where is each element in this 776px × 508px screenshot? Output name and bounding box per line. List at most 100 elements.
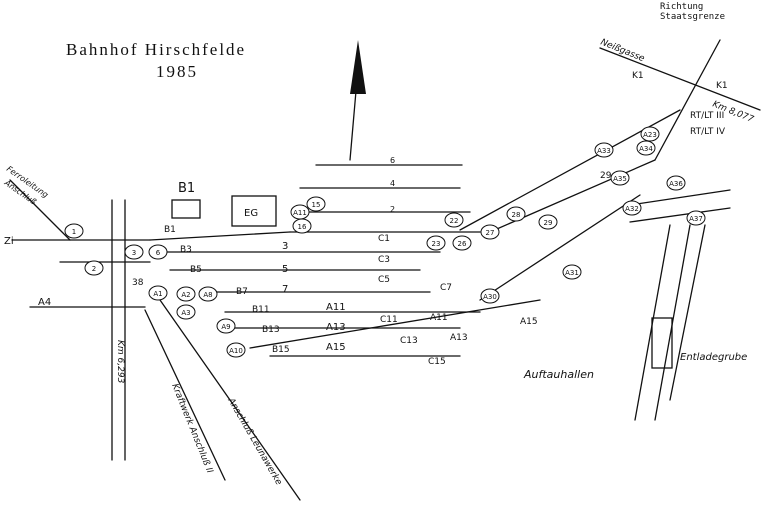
switch-marker — [610, 170, 630, 186]
switch-label: 15 — [312, 201, 321, 209]
switch-marker — [562, 264, 582, 280]
track-kraftwerk — [144, 309, 226, 481]
signal-38: 38 — [132, 278, 144, 288]
track-4-label: 4 — [390, 179, 395, 188]
switch-label: A23 — [643, 131, 657, 139]
switch-label: A1 — [153, 290, 162, 298]
entladegrube-label: Entladegrube — [680, 352, 747, 363]
track-leuna — [159, 299, 301, 501]
switch-label: 6 — [156, 249, 161, 257]
switch-label: A32 — [625, 205, 639, 213]
track-7-label: 7 — [282, 284, 288, 295]
switch-label: 27 — [486, 229, 495, 237]
switch-marker — [292, 218, 312, 234]
signal-a13: A13 — [450, 333, 468, 343]
signal-b13: B13 — [262, 325, 280, 335]
switch-marker — [84, 260, 104, 276]
switch-marker — [594, 142, 614, 158]
switch-label: A8 — [203, 291, 212, 299]
signal-c3: C3 — [378, 255, 390, 265]
building-eg — [231, 195, 277, 227]
switch-label: A33 — [597, 147, 611, 155]
switch-label: A10 — [229, 347, 243, 355]
signal-a11: A11 — [430, 313, 448, 323]
signal-29: 29 — [600, 171, 612, 181]
track-3-label: 3 — [282, 241, 288, 252]
track-right-cross1 — [629, 189, 731, 206]
km-left-label: Km 6,293 — [115, 340, 125, 384]
switch-marker — [640, 126, 660, 142]
switch-marker — [666, 175, 686, 191]
track-ferro — [9, 179, 71, 241]
track-to-border — [654, 39, 721, 161]
track-2-label: 2 — [390, 205, 395, 214]
switch-marker — [198, 286, 218, 302]
signal-rtlt3: RT/LT III — [690, 111, 724, 121]
switch-label: 2 — [92, 265, 96, 273]
switch-marker — [444, 212, 464, 228]
switch-marker — [64, 223, 84, 239]
track-6-label: 6 — [390, 156, 395, 165]
switch-label: A2 — [181, 291, 190, 299]
entladegrube-box — [651, 317, 673, 369]
signal-k1: K1 — [716, 81, 728, 91]
switch-marker — [480, 224, 500, 240]
signal-b3: B3 — [180, 245, 192, 255]
building-b1-label: B1 — [178, 181, 195, 196]
track-a15b-label: A15 — [520, 317, 538, 327]
switch-marker — [306, 196, 326, 212]
signal-b1: B1 — [164, 225, 176, 235]
switch-label: 23 — [432, 240, 441, 248]
switch-marker — [176, 304, 196, 320]
track-a15-label: A15 — [326, 342, 346, 353]
signal-c7: C7 — [440, 283, 452, 293]
leunawerke-label: Anschluß Leunawerke — [225, 396, 284, 488]
track-a15 — [249, 299, 541, 349]
track-neissgasse — [599, 47, 761, 111]
switch-marker — [622, 200, 642, 216]
switch-label: 28 — [512, 211, 521, 219]
station-title: Bahnhof Hirschfelde — [66, 40, 247, 59]
station-year: 1985 — [156, 62, 198, 81]
signal-rtlt4: RT/LT IV — [690, 127, 726, 137]
switch-marker — [480, 288, 500, 304]
switch-label: 26 — [458, 240, 467, 248]
aufhauhallen-label: Auftauhallen — [523, 368, 594, 381]
signal-c13: C13 — [400, 336, 418, 346]
north-arrow-head — [350, 40, 366, 94]
switch-label: 3 — [132, 249, 136, 257]
signal-c11: C11 — [380, 315, 398, 325]
signal-c5: C5 — [378, 275, 390, 285]
track-a4-label: A4 — [38, 297, 51, 308]
signal-k2: K1 — [632, 71, 644, 81]
signal-b15: B15 — [272, 345, 290, 355]
signal-b11: B11 — [252, 305, 270, 315]
switch-label: 22 — [450, 217, 459, 225]
switch-marker — [452, 235, 472, 251]
switch-label: 16 — [298, 223, 307, 231]
switch-marker — [426, 235, 446, 251]
track-diagonal-lower — [479, 194, 641, 301]
track-main-1 — [149, 231, 291, 241]
switch-label: A36 — [669, 180, 683, 188]
switch-marker — [176, 286, 196, 302]
track-a11-label: A11 — [326, 302, 346, 313]
signal-b5: B5 — [190, 265, 202, 275]
switch-label: 29 — [544, 219, 553, 227]
switch-marker — [148, 285, 168, 301]
track-5-label: 5 — [282, 264, 288, 275]
switch-label: A31 — [565, 269, 579, 277]
switch-label: A34 — [639, 145, 653, 153]
switch-marker — [686, 210, 706, 226]
signal-c1: C1 — [378, 234, 390, 244]
signal-c15: C15 — [428, 357, 446, 367]
switch-label: A30 — [483, 293, 497, 301]
switch-marker — [216, 318, 236, 334]
direction-label-1: Richtung — [660, 2, 703, 12]
switch-label: A11 — [293, 209, 307, 217]
direction-label-2: Staatsgrenze — [660, 12, 725, 22]
kraftwerk-label: Kraftwerk Anschluß II — [169, 382, 214, 475]
switch-label: 1 — [72, 228, 76, 236]
